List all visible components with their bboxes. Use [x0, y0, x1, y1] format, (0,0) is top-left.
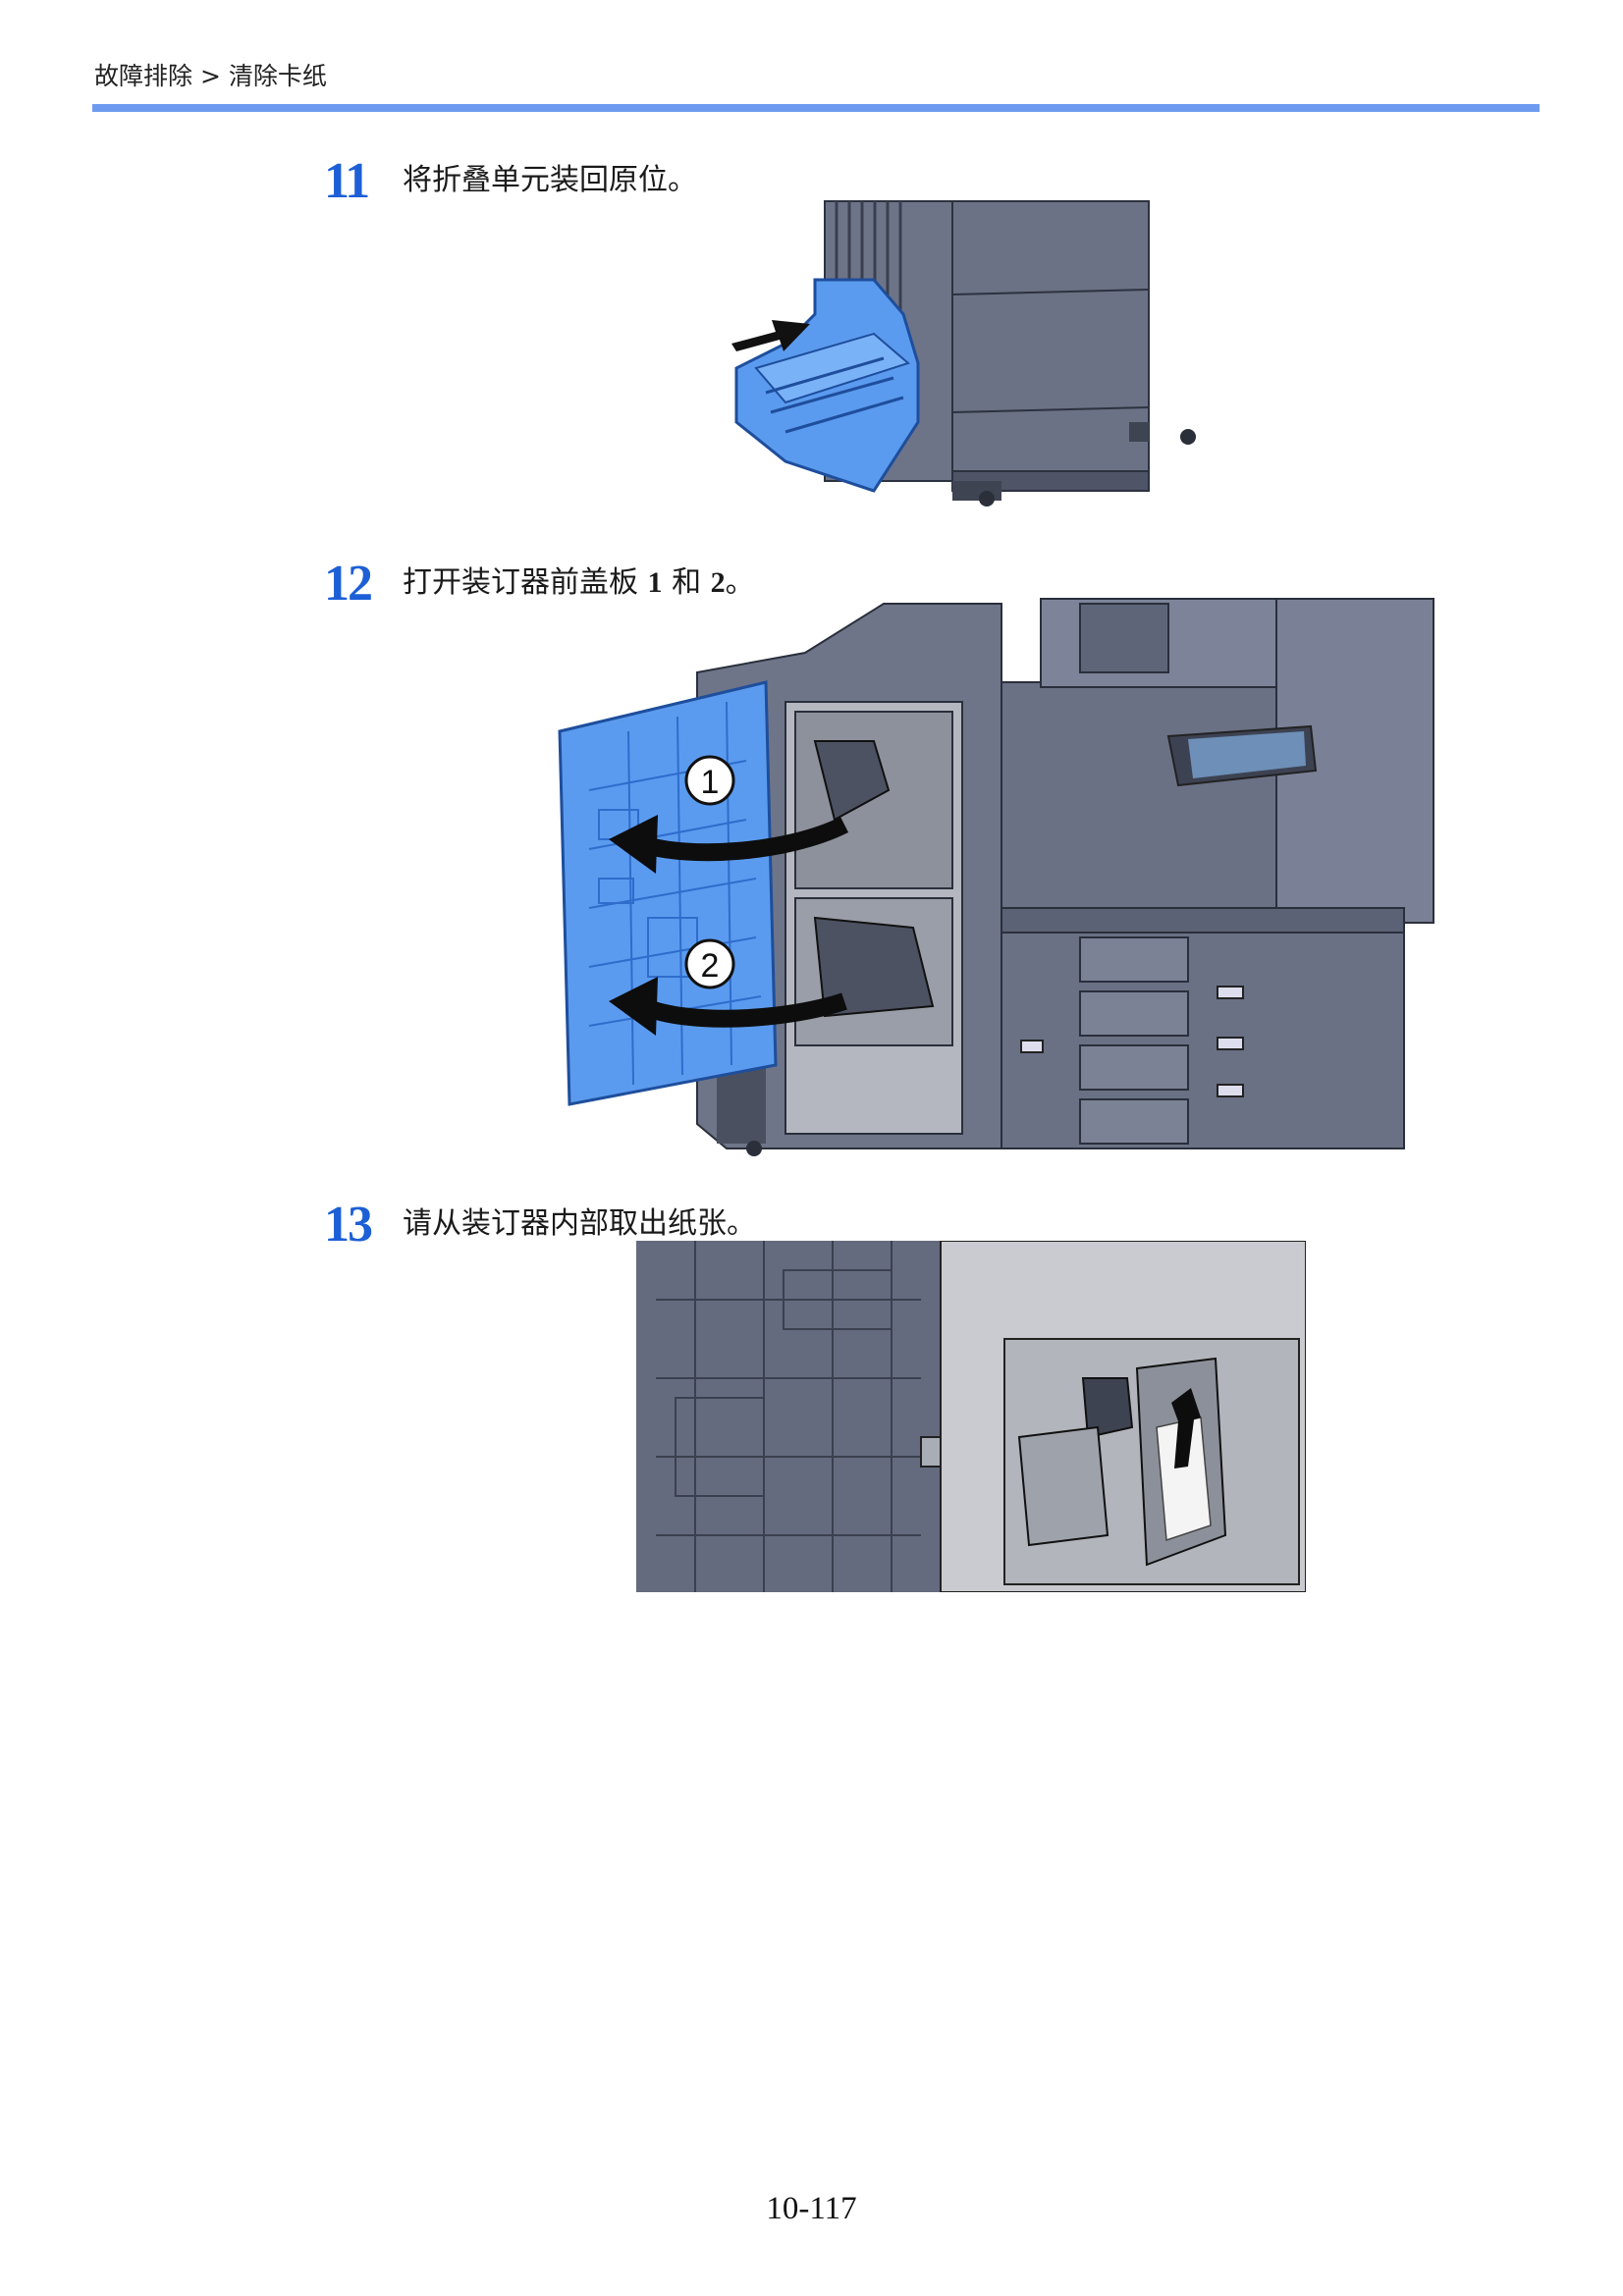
cover-2-ref: 2 [710, 566, 726, 599]
callout-1-icon: 1 [684, 755, 735, 806]
callout-2-icon: 2 [684, 938, 735, 989]
step-number: 12 [324, 556, 373, 612]
step-instruction: 请从装订器内部取出纸张。 [403, 1206, 756, 1241]
svg-text:2: 2 [701, 947, 720, 985]
page-number: 10-117 [766, 2191, 857, 2226]
pull-up-arrow-icon [1171, 1388, 1201, 1468]
finisher-covers-illustration: 1 2 [558, 598, 1434, 1156]
svg-text:1: 1 [701, 764, 720, 801]
step-instruction: 将折叠单元装回原位。 [403, 163, 697, 197]
step-number: 13 [324, 1197, 373, 1253]
step-number: 11 [324, 153, 370, 209]
cover-1-ref: 1 [647, 566, 663, 599]
fold-unit-illustration [731, 200, 1196, 507]
breadcrumb: 故障排除 > 清除卡纸 [94, 62, 327, 90]
header-divider [92, 104, 1540, 112]
push-arrow-icon [731, 320, 810, 351]
finisher-interior-illustration [636, 1241, 1306, 1592]
step-instruction: 打开装订器前盖板 1 和 2。 [403, 565, 755, 600]
